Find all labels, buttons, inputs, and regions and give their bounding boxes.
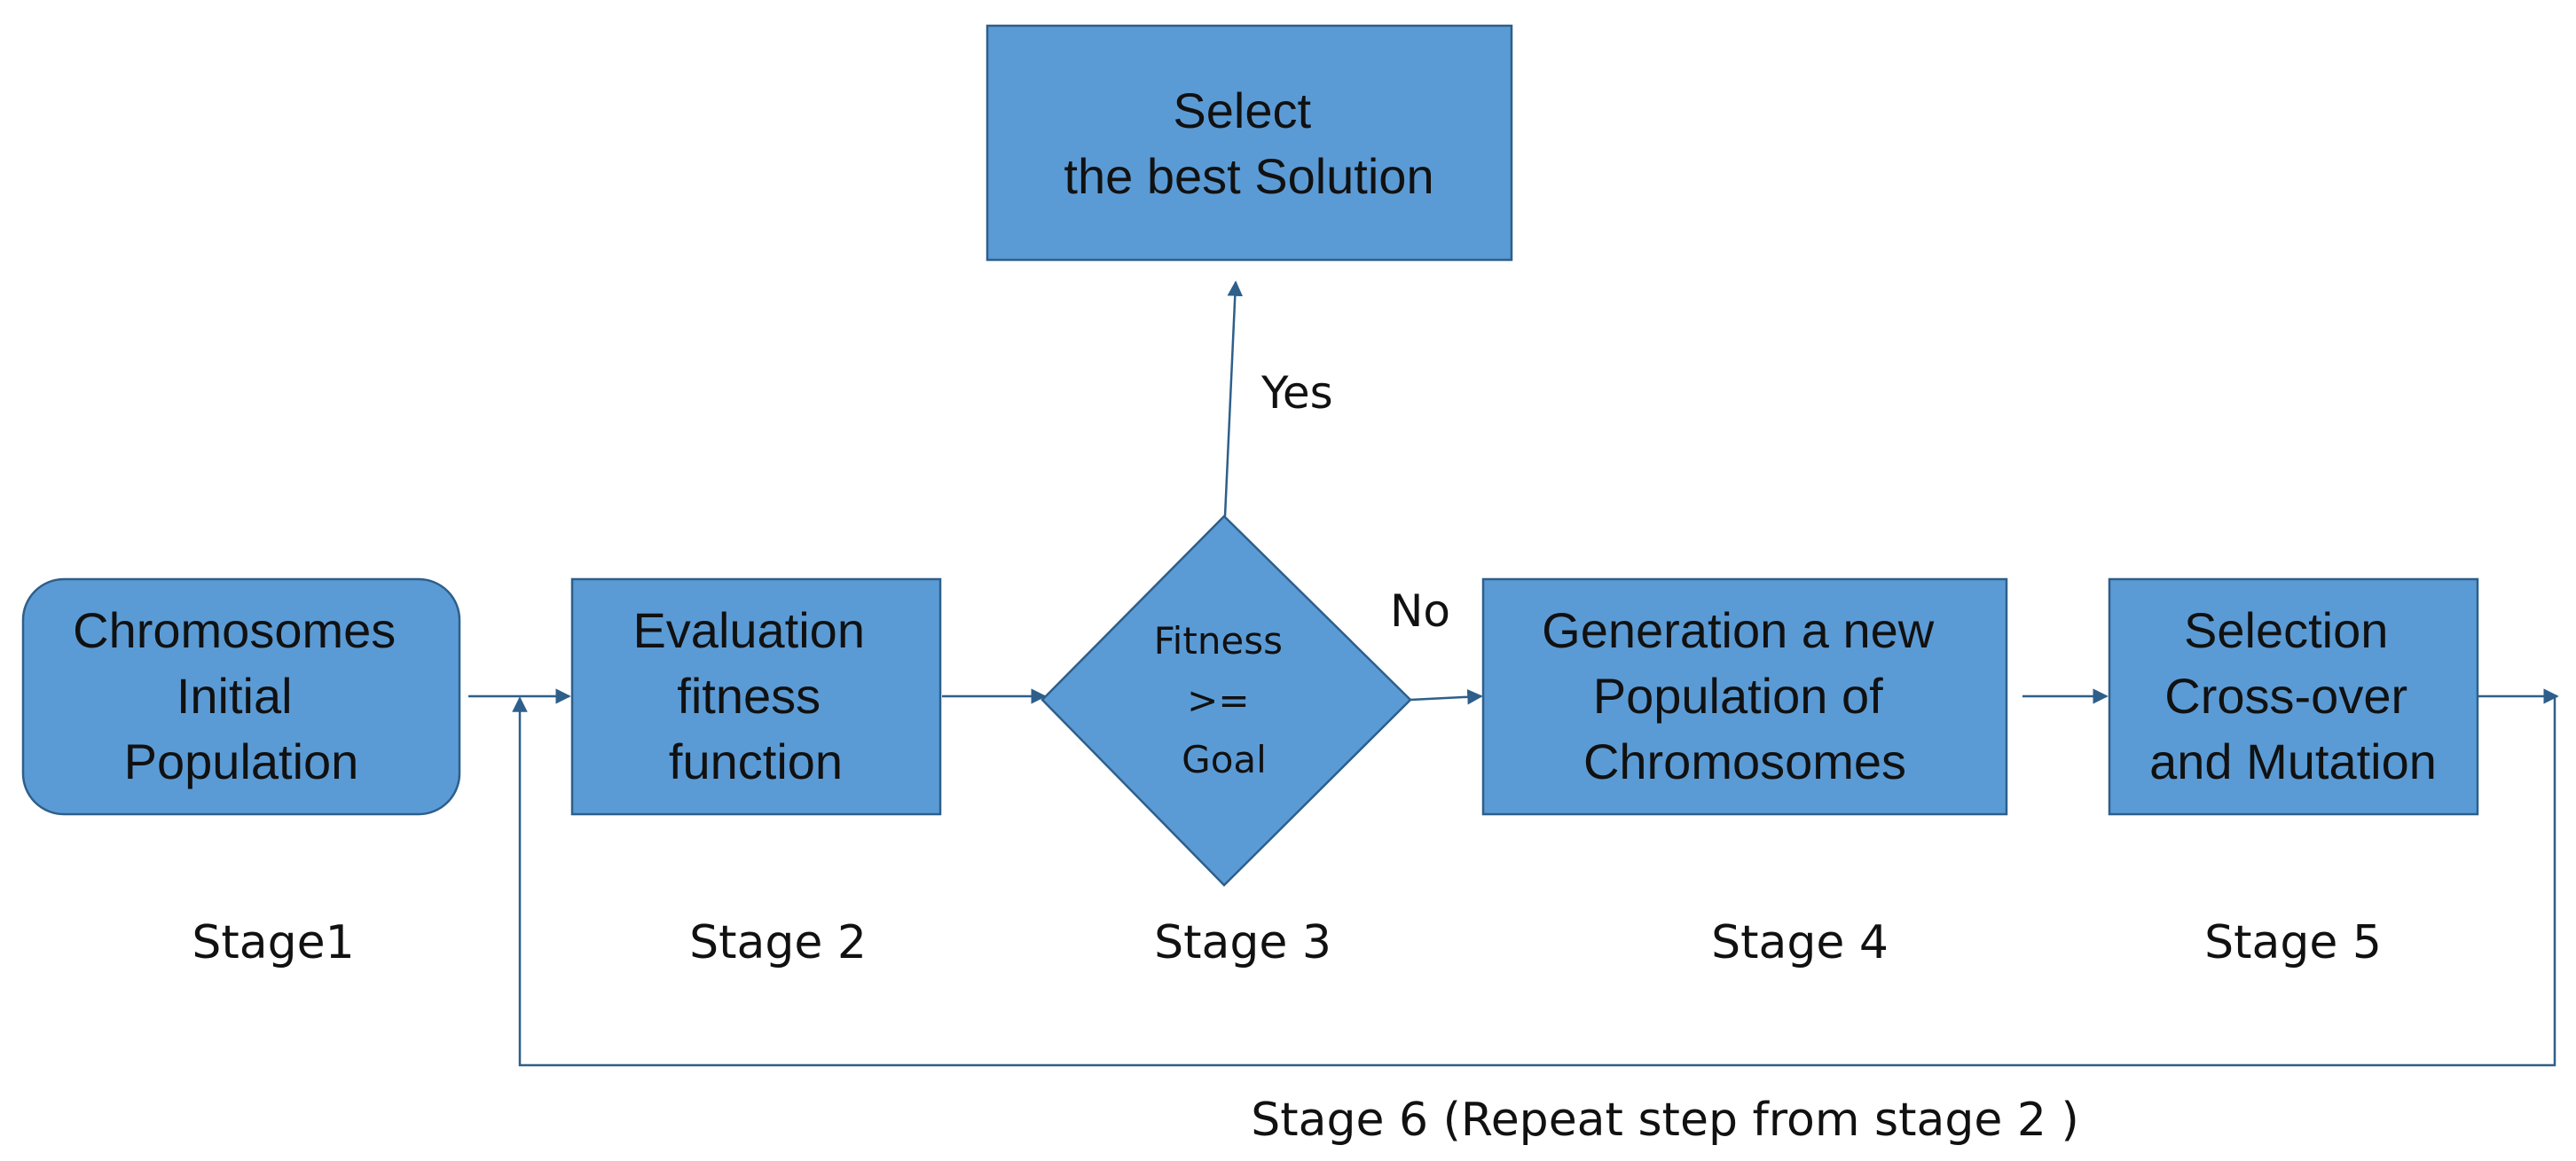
node-selection-line-2: Cross-over	[2164, 668, 2407, 724]
node-evaluation-fitness: Evaluation fitness function	[570, 577, 942, 816]
node-decision-line-3: Goal	[1182, 738, 1267, 781]
stage-label-2: Stage 2	[689, 916, 867, 969]
node-initial-population: Chromosomes Initial Population	[21, 577, 461, 816]
node-initial-line-1: Chromosomes	[73, 602, 396, 658]
svg-text:Chromosomes Initial: Chromosomes Initial Population	[73, 602, 410, 789]
edge-label-yes: Yes	[1261, 367, 1333, 419]
stage-label-5: Stage 5	[2204, 916, 2382, 969]
node-evaluation-line-2: fitness	[677, 668, 821, 724]
node-evaluation-line-3: function	[669, 733, 843, 789]
svg-text:Evaluation fitness: Evaluation fitness function	[632, 602, 878, 789]
svg-text:Select the best Solution: Select the best Solution	[1064, 82, 1433, 204]
node-select-best-solution: Select the best Solution	[986, 24, 1513, 262]
node-initial-line-3: Population	[124, 733, 359, 789]
node-decision-line-1: Fitness	[1154, 619, 1283, 663]
node-selection-line-3: and Mutation	[2149, 733, 2437, 789]
arrow-decision-to-best	[1223, 280, 1244, 517]
arrow-decision-to-generation	[1410, 689, 1483, 705]
stage-label-1: Stage1	[192, 916, 354, 969]
stage-label-4: Stage 4	[1711, 916, 1889, 969]
node-selection-crossover-mutation: Selection Cross-over and Mutation	[2108, 577, 2479, 816]
edge-label-no: No	[1390, 585, 1450, 637]
node-decision-line-2: >=	[1187, 679, 1249, 722]
stage-label-6: Stage 6 (Repeat step from stage 2 )	[1251, 1094, 2079, 1147]
stage-label-3: Stage 3	[1154, 916, 1331, 969]
svg-text:Fitness >= Goal: Fitness >= Goal	[1154, 619, 1295, 781]
node-generation-line-1: Generation a new	[1542, 602, 1935, 658]
node-generation-line-3: Chromosomes	[1583, 733, 1906, 789]
svg-text:Generation a new Populat: Generation a new Population of Chromosom…	[1542, 602, 1948, 789]
node-evaluation-line-1: Evaluation	[632, 602, 865, 658]
node-best-line-1: Select	[1173, 82, 1311, 138]
node-selection-line-1: Selection	[2184, 602, 2388, 658]
node-generation-new-population: Generation a new Population of Chromosom…	[1481, 577, 2008, 816]
svg-text:Selection Cross-over: Selection Cross-over and Mutation	[2149, 602, 2437, 789]
node-generation-line-2: Population of	[1593, 668, 1883, 724]
node-initial-line-2: Initial	[177, 668, 293, 724]
loop-back-connector	[518, 696, 2556, 1067]
node-best-line-2: the best Solution	[1064, 148, 1433, 204]
node-decision-fitness-goal: Fitness >= Goal	[1041, 514, 1412, 887]
